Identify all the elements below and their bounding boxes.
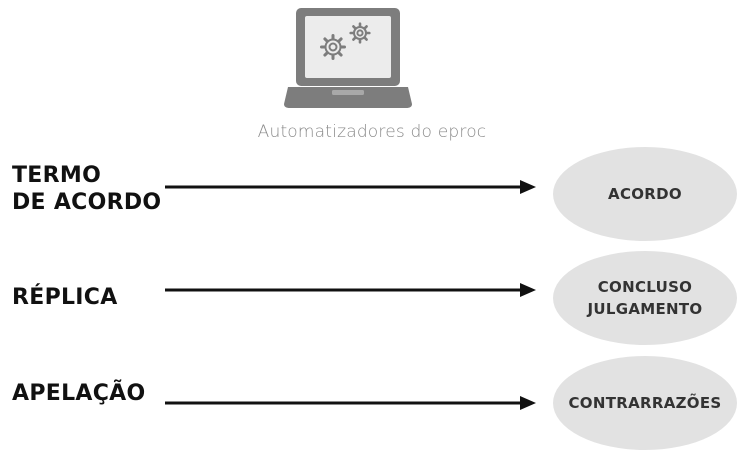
label-line: RÉPLICA	[12, 285, 118, 310]
laptop-icon	[284, 8, 412, 108]
label-line: TERMO	[12, 163, 102, 188]
result-oval-acordo: ACORDO	[553, 147, 737, 241]
result-line: ACORDO	[608, 185, 682, 203]
label-apelacao: APELAÇÃO	[12, 380, 146, 407]
label-line: APELAÇÃO	[12, 381, 146, 406]
result-line: CONCLUSO	[597, 278, 693, 296]
arrow-row-3	[165, 396, 536, 410]
result-oval-concluso-julgamento: CONCLUSO JULGAMENTO	[553, 251, 737, 345]
result-line: CONTRARRAZÕES	[568, 394, 722, 412]
gears-icon	[320, 22, 371, 60]
result-line: JULGAMENTO	[587, 300, 703, 318]
arrow-row-1	[165, 180, 536, 194]
caption: Automatizadores do eproc	[257, 122, 487, 142]
arrow-row-2	[165, 283, 536, 297]
label-replica: RÉPLICA	[12, 284, 118, 311]
result-oval-contrarrazoes: CONTRARRAZÕES	[553, 356, 737, 450]
label-line: DE ACORDO	[12, 190, 162, 215]
label-termo-de-acordo: TERMO DE ACORDO	[12, 162, 161, 216]
